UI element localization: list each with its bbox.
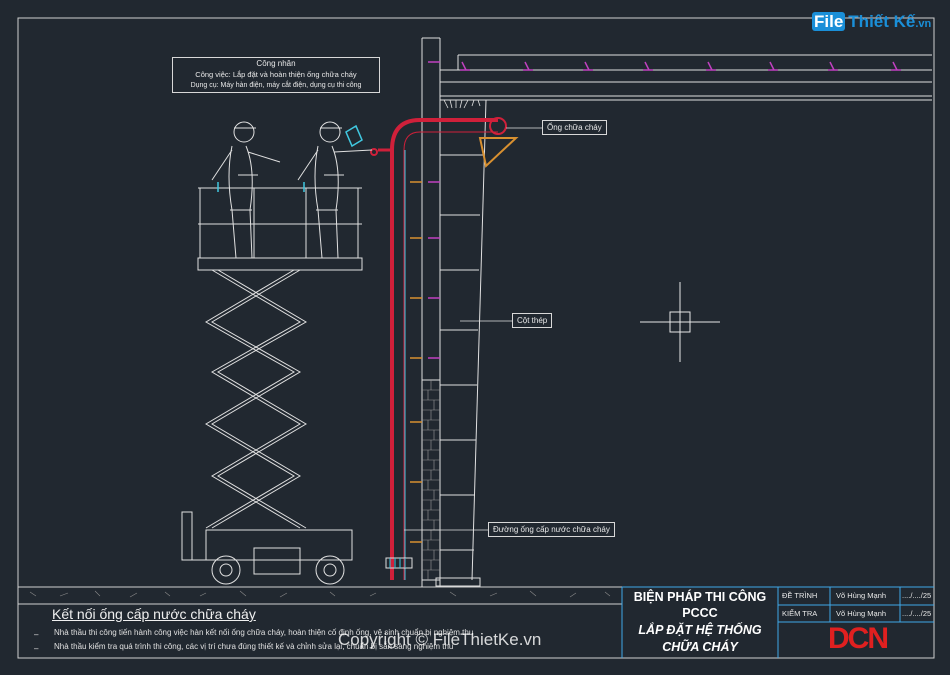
pipe-support-bracket	[478, 137, 519, 168]
callout-leaders	[404, 127, 542, 531]
row-role-1: ĐỀ TRÌNH	[782, 591, 818, 600]
worker-right	[297, 121, 373, 259]
note-bullet-1: –	[34, 630, 39, 639]
dcn-logo: DCN	[828, 622, 889, 655]
cad-cursor	[640, 282, 720, 362]
callout-steel-column: Cột thép	[512, 313, 553, 328]
row-role-2: KIỂM TRA	[782, 609, 818, 618]
row-date-1: ..../..../25	[902, 591, 932, 600]
title-line-3: LẮP ĐẶT HỆ THỐNG	[638, 623, 762, 637]
worker-left	[211, 121, 281, 259]
row-name-1: Võ Hùng Mạnh	[836, 591, 887, 600]
worker-note-task: Công việc: Lắp đặt và hoàn thiện ống chữ…	[195, 70, 357, 79]
column-brackets	[428, 61, 440, 359]
column-clamps	[410, 181, 422, 543]
section-title: Kết nối ống cấp nước chữa cháy	[52, 606, 256, 622]
title-line-2: PCCC	[682, 606, 718, 620]
note-1: Nhà thầu thi công tiến hành công việc hà…	[54, 628, 474, 637]
row-name-2: Võ Hùng Mạnh	[836, 609, 887, 618]
logo-domain-part: .vn	[915, 18, 932, 30]
note-2: Nhà thầu kiểm tra quá trình thi công, cá…	[54, 642, 454, 651]
drawing-frame	[17, 17, 935, 659]
ground	[18, 586, 622, 605]
fire-pipe	[370, 117, 507, 580]
brick-pattern	[422, 380, 440, 580]
title-block-lines	[621, 586, 934, 658]
sprinkler-head	[443, 99, 481, 109]
row-date-2: ..../..../25	[902, 609, 932, 618]
worker-note-box: Công nhân Công việc: Lắp đặt và hoàn thi…	[172, 57, 380, 93]
copyright-watermark: Copyright © FileThietKe.vn	[338, 630, 542, 649]
note-bullet-2: –	[34, 644, 39, 653]
title-line-4: CHỮA CHÁY	[662, 640, 738, 654]
scissor-lift	[181, 187, 363, 585]
logo-file-part: File	[812, 12, 846, 31]
logo-rest-part: Thiết Kế	[848, 12, 916, 31]
callout-fire-pipe: Ống chữa cháy	[542, 120, 607, 135]
worker-note-tools: Dụng cụ: Máy hàn điện, máy cắt điện, dụn…	[190, 82, 362, 89]
title-line-1: BIỆN PHÁP THI CÔNG	[633, 590, 767, 604]
worker-note-title: Công nhân	[256, 59, 296, 68]
safety-harness	[217, 124, 363, 192]
callout-water-pipe: Đường ống cấp nước chữa cháy	[488, 522, 615, 537]
roof-brackets	[460, 61, 901, 71]
